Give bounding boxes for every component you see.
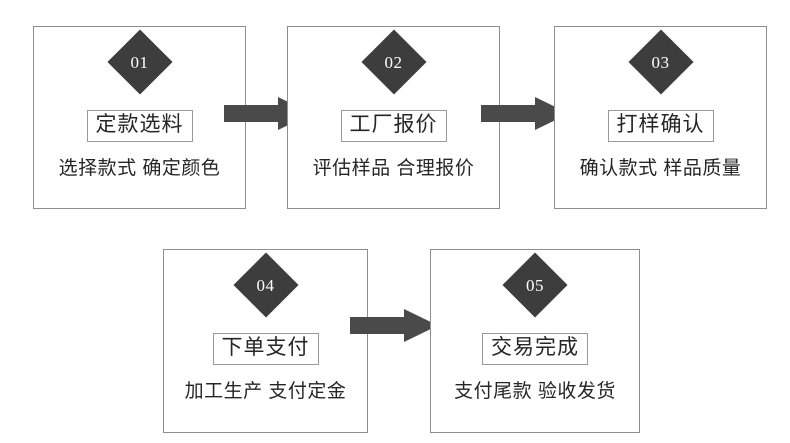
block-arrow-right-icon xyxy=(481,97,569,130)
step-title-05: 交易完成 xyxy=(482,333,588,365)
step-title-04: 下单支付 xyxy=(212,333,319,365)
step-subtitle-02: 评估样品 合理报价 xyxy=(312,158,475,179)
step-card-03[interactable]: 03 打样确认 确认款式 样品质量 xyxy=(554,26,767,209)
step-title-wrap-04: 下单支付 xyxy=(164,333,367,365)
step-subtitle-05: 支付尾款 验收发货 xyxy=(454,381,616,402)
step-card-05[interactable]: 05 交易完成 支付尾款 验收发货 xyxy=(430,249,640,433)
connector-arrow-02-03 xyxy=(481,97,569,130)
step-badge-02: 02 xyxy=(360,29,427,95)
step-card-04[interactable]: 04 下单支付 加工生产 支付定金 xyxy=(163,249,368,433)
step-title-wrap-02: 工厂报价 xyxy=(288,110,499,142)
step-badge-01: 01 xyxy=(106,29,173,95)
step-badge-03: 03 xyxy=(627,29,694,95)
connector-arrow-04-05 xyxy=(350,309,438,342)
block-arrow-right-icon xyxy=(350,309,438,342)
step-title-wrap-03: 打样确认 xyxy=(555,110,766,142)
step-subtitle-03: 确认款式 样品质量 xyxy=(579,158,742,179)
step-number-01: 01 xyxy=(130,52,149,72)
step-title-wrap-01: 定款选料 xyxy=(34,110,245,142)
step-card-02[interactable]: 02 工厂报价 评估样品 合理报价 xyxy=(287,26,500,209)
step-title-03: 打样确认 xyxy=(607,110,714,142)
step-number-02: 02 xyxy=(384,52,403,72)
step-number-04: 04 xyxy=(256,275,275,295)
step-card-01[interactable]: 01 定款选料 选择款式 确定颜色 xyxy=(33,26,246,209)
step-badge-05: 05 xyxy=(502,252,568,318)
step-number-05: 05 xyxy=(526,275,544,295)
step-title-wrap-05: 交易完成 xyxy=(431,333,639,365)
step-title-02: 工厂报价 xyxy=(340,110,447,142)
step-badge-04: 04 xyxy=(232,252,299,318)
step-title-01: 定款选料 xyxy=(86,110,193,142)
step-subtitle-04: 加工生产 支付定金 xyxy=(184,381,347,402)
step-subtitle-01: 选择款式 确定颜色 xyxy=(58,158,221,179)
step-number-03: 03 xyxy=(651,52,670,72)
